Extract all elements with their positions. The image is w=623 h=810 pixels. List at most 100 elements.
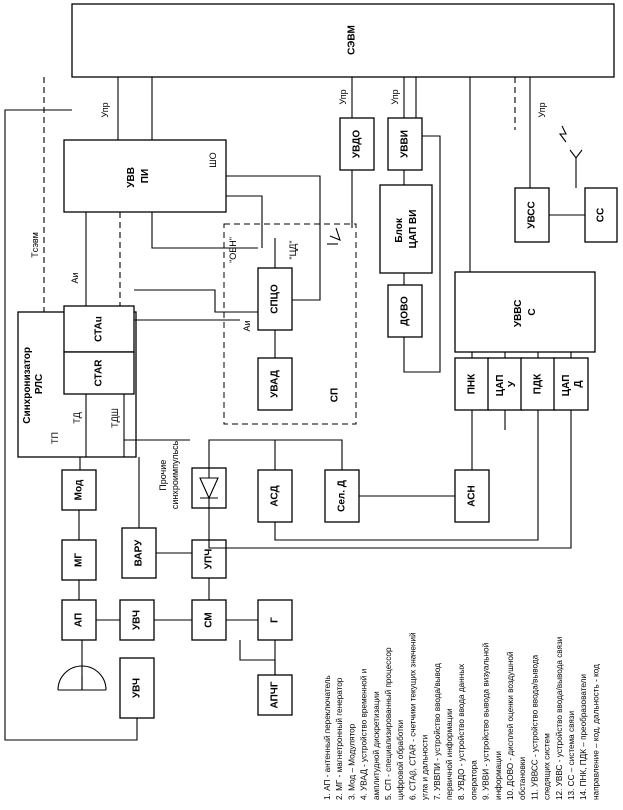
other-sync-label-1: Прочие (158, 460, 168, 491)
cap-u-label-1: ЦАП (495, 375, 506, 397)
cap-u-label-2: У (507, 380, 518, 387)
asd-label: АСД (270, 485, 281, 506)
uvdo-label: УВДО (352, 130, 363, 158)
varu-block (121, 527, 157, 579)
legend-line: цифровой обработки (396, 720, 405, 800)
uvad-block (257, 357, 293, 411)
cevm-block (71, 3, 615, 78)
detector-diode (191, 467, 227, 509)
upr-label-2: Упр (338, 89, 348, 104)
uvvi-block (387, 117, 423, 171)
svg-text:Блок ЦАП ВИ: Блок ЦАП ВИ (394, 210, 419, 249)
legend-line: первичной информации (445, 708, 454, 800)
legend-line: 6. СТАβ, СТАR - счетчики текущих значени… (408, 632, 417, 800)
td-label: TД (72, 412, 82, 424)
legend-line: амплитудной дискретизации (372, 691, 381, 800)
cap-d-label-2: Д (573, 380, 584, 387)
blok-cap-vi-label-2: ЦАП ВИ (408, 210, 419, 249)
cta-r-block (63, 351, 135, 395)
a-u-label: Aи (70, 272, 80, 283)
sel-d-label: Сел. Д (337, 480, 348, 512)
legend-line: угла и дальности (421, 735, 430, 800)
upr-label-3: Упр (390, 89, 400, 104)
legend-line: направление – код, дальность - код (591, 664, 600, 800)
svg-text:Прочие синхроимпульсы: Прочие синхроимпульсы (158, 439, 180, 509)
spco-label: СПЦО (270, 284, 281, 314)
uvch1-label: УВЧ (132, 610, 143, 630)
cta-u-label: СТАu (94, 316, 105, 342)
pnk-label: ПНК (467, 373, 478, 394)
pdk-label: ПДК (533, 373, 544, 394)
dovo-block (387, 284, 423, 338)
uvch2-label: УВЧ (132, 678, 143, 698)
svg-text:ЦАП У: ЦАП У (495, 372, 518, 396)
legend-line: информации (494, 751, 503, 800)
upch-label: УПЧ (204, 549, 215, 569)
sync-label-1: Синхронизатор (22, 347, 33, 424)
antenna-icon (57, 640, 107, 691)
legend-line: 3. Мод – Модулятор (347, 723, 356, 800)
sp-region (223, 223, 357, 425)
uvvi-label: УВВИ (400, 130, 411, 158)
sho-label: ШО (208, 152, 218, 167)
svg-text:Синхронизатор РЛС: Синхронизатор РЛС (22, 344, 45, 424)
g-label: Г (270, 617, 281, 623)
ss-label: СС (596, 208, 607, 222)
legend-line: 1. АП - антенный переключатель (323, 675, 332, 800)
tsevm-label: Tсэвм (30, 232, 40, 258)
legend-line: следящих систем (543, 733, 552, 800)
svg-text:УВВ ПИ: УВВ ПИ (126, 164, 151, 187)
blok-cap-vi-label-1: Блок (394, 217, 405, 243)
legend-line: 10. ДОВО - дисплей оценки воздушной (506, 652, 515, 801)
spco-block (257, 267, 293, 331)
uvvpi-label-1: УВВ (126, 167, 137, 188)
upr-label-1: Упр (100, 102, 110, 117)
uvch2-block (119, 657, 155, 719)
legend-line: 7. УВВПИ - устройство ввода/вывод (433, 663, 442, 800)
uvvs-label-1: УВВС (513, 300, 524, 328)
legend-line: 14. ПНК, ПДК – преобразователи (579, 674, 588, 800)
uvvs-block (454, 271, 596, 353)
cap-d-block (553, 357, 589, 411)
legend-line: оператора (469, 760, 478, 800)
cd-label: "ЦД" (288, 240, 298, 259)
cta-r-label: СТАR (94, 359, 105, 387)
uvvpi-label-2: ПИ (140, 169, 151, 183)
uvss-label: УВСС (527, 201, 538, 229)
legend-line: 9. УВВИ - устройство вывода визуальной (482, 643, 491, 800)
legend-line: 8. УВДО - устройство ввода данных (457, 664, 466, 800)
legend-line: 11. УВВСС - устройство ввода/вывода (530, 654, 539, 800)
sp-label: СП (330, 388, 341, 402)
tp-label: TП (50, 432, 60, 444)
svg-text:УВВС С: УВВС С (513, 297, 538, 327)
uvdo-block (339, 117, 375, 171)
comm-antenna-icon (327, 125, 583, 245)
blok-cap-vi-block (379, 184, 433, 274)
sm-label: СМ (204, 612, 215, 627)
ap-label: АП (74, 613, 85, 627)
cta-u-block (63, 305, 135, 353)
legend-line: 2. МГ - магнетронный генератор (335, 677, 344, 800)
legend-line: обстановки (518, 757, 527, 800)
a-r-label: Aи (242, 320, 252, 331)
ap-block (61, 599, 97, 641)
sel-d-block (324, 469, 360, 523)
ss-block (584, 187, 618, 243)
svg-text:ЦАП Д: ЦАП Д (561, 372, 584, 396)
other-sync-label-2: синхроимпульсы (170, 439, 180, 509)
mg-label: МГ (74, 553, 85, 567)
cevm-label: СЭВМ (347, 25, 358, 55)
cap-u-block (487, 357, 523, 411)
sync-label-2: РЛС (34, 374, 45, 394)
legend-line: 5. СП - специализированный процессор (384, 647, 393, 800)
varu-label: ВАРУ (134, 539, 145, 566)
uvvpi-block (63, 139, 227, 213)
asn-block (454, 469, 490, 523)
obn-label: "ОБН" (228, 237, 238, 263)
apch-label: АПЧГ (270, 681, 281, 708)
uvvs-label-2: С (527, 308, 538, 315)
legend-line: 13. СС – система связи (567, 711, 576, 800)
